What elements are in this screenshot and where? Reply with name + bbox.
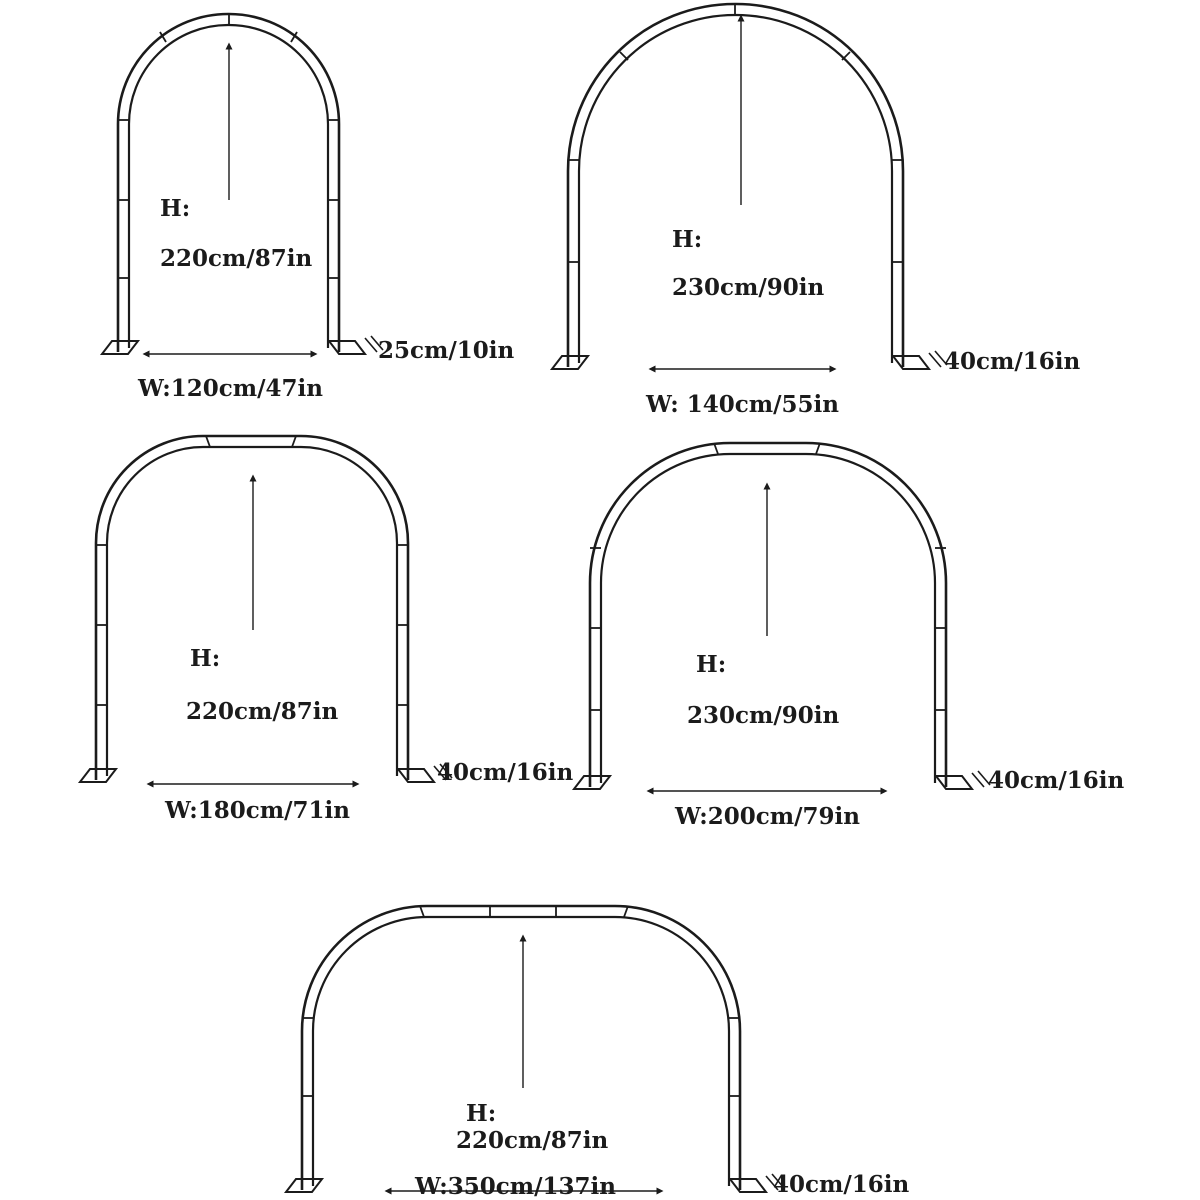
arch-1-height-label: H: — [160, 195, 191, 222]
arch-5-depth-tick — [765, 1175, 779, 1191]
arch-2-height-label: H: — [672, 226, 703, 253]
arch-4-tube-inner — [599, 452, 937, 783]
arch-3-height-value: 220cm/87in — [186, 698, 339, 725]
arch-3-joint — [291, 435, 297, 448]
arch-2-tube-outer — [566, 2, 905, 367]
arch-5-joint — [419, 905, 425, 918]
arch-4-joint — [713, 442, 719, 455]
arch-4-joint — [815, 442, 821, 455]
arch-1-joint — [290, 31, 298, 43]
arch-3-base-plate-left — [77, 768, 119, 783]
arch-3-tube-inner — [105, 445, 399, 776]
arch-2-joint — [841, 51, 851, 61]
arch-1-base-plate-left — [99, 340, 141, 355]
arch-2-joint — [619, 51, 629, 61]
arch-1-depth-label: 25cm/10in — [378, 337, 515, 364]
arch-2-depth-tick — [928, 352, 942, 368]
arch-3-tube-outer — [94, 434, 410, 780]
arch-2-width-label: W: 140cm/55in — [646, 391, 839, 418]
arch-5-base-plate-right — [727, 1178, 769, 1193]
arch-4-width-label: W:200cm/79in — [675, 803, 860, 830]
arch-2-base-plate-left — [549, 355, 591, 370]
arch-1-depth-tick — [364, 337, 378, 353]
arch-5-tube-outer — [300, 904, 742, 1190]
arch-2-depth-label: 40cm/16in — [944, 348, 1081, 375]
arch-3-width-label: W:180cm/71in — [165, 797, 350, 824]
arch-4-height-value: 230cm/90in — [687, 702, 840, 729]
arch-4-height-label: H: — [696, 651, 727, 678]
arch-3-depth-label: 40cm/16in — [437, 759, 574, 786]
arch-5-depth-tick — [771, 1173, 785, 1189]
arch-5-base-plate-left — [283, 1178, 325, 1193]
arch-2-base-plate-right — [890, 355, 932, 370]
arch-3-base-plate-right — [395, 768, 437, 783]
arch-1-height-value: 220cm/87in — [160, 245, 313, 272]
arch-5-joint — [623, 905, 629, 918]
arch-3-height-label: H: — [190, 645, 221, 672]
arch-2-depth-tick — [934, 350, 948, 366]
arch-1-joint — [159, 31, 167, 43]
arch-4-tube-outer — [588, 441, 948, 787]
arch-1-depth-tick — [370, 335, 384, 351]
arch-4-depth-tick — [977, 770, 991, 786]
arch-4-base-plate-right — [933, 775, 975, 790]
arch-1-width-label: W:120cm/47in — [138, 375, 323, 402]
arch-5-width-label: W:350cm/137in — [415, 1173, 616, 1200]
arch-2-tube-inner — [577, 13, 894, 363]
arch-5-tube-inner — [311, 915, 731, 1186]
arch-4-depth-label: 40cm/16in — [988, 767, 1125, 794]
arch-5-depth-label: 40cm/16in — [773, 1171, 910, 1198]
arch-2-height-value: 230cm/90in — [672, 274, 825, 301]
arch-1-base-plate-right — [326, 340, 368, 355]
arch-4-depth-tick — [971, 772, 985, 788]
arch-3-depth-tick — [439, 763, 453, 779]
arch-3-joint — [205, 435, 211, 448]
arch-5-height-label: H: — [466, 1100, 497, 1127]
arch-3-depth-tick — [433, 765, 447, 781]
arch-4-base-plate-left — [571, 775, 613, 790]
arch-5-height-value: 220cm/87in — [456, 1127, 609, 1154]
